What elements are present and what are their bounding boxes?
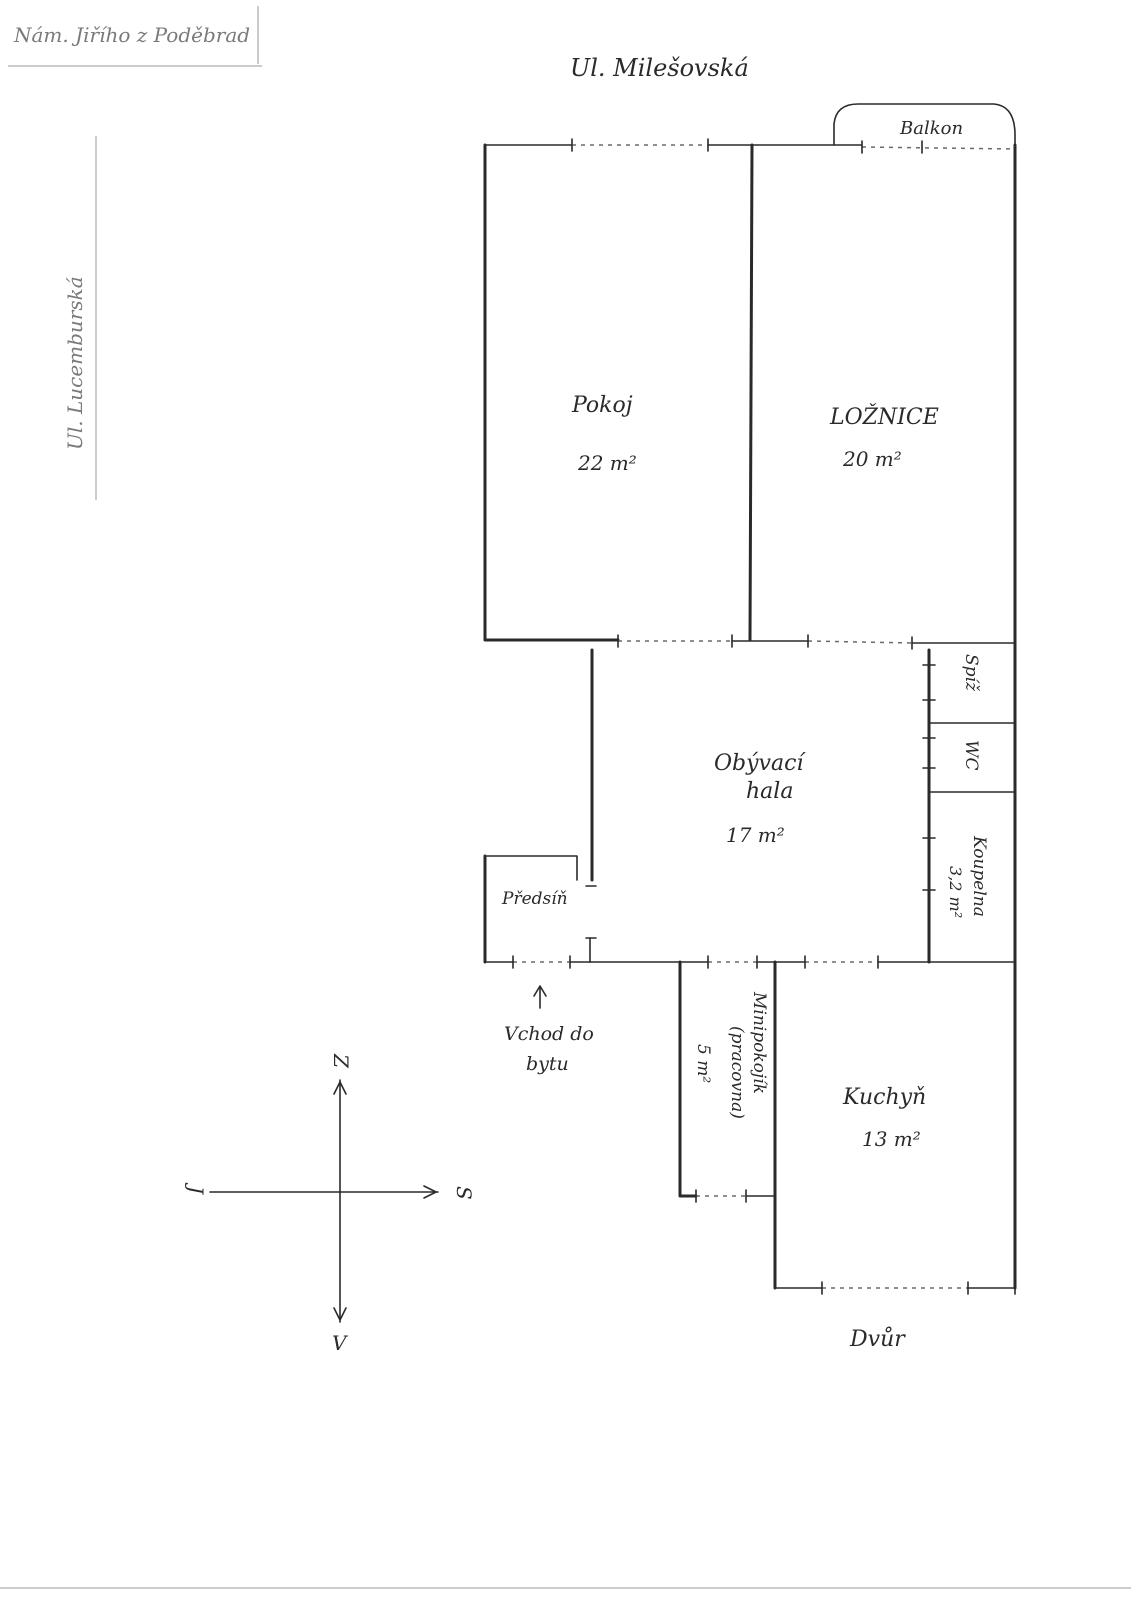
room-spiz-name: Spíž: [961, 654, 981, 692]
room-mini-name-1: Minipokojík: [749, 991, 769, 1094]
balcony-label: Balkon: [899, 118, 963, 139]
room-mini-name-2: (pracovna): [727, 1026, 747, 1119]
wall-mini-west: [678, 960, 698, 1198]
wall-pokoj-loznice: [748, 143, 754, 642]
room-pokoj-name: Pokoj: [571, 393, 633, 418]
door-ticks: [512, 138, 1016, 1295]
room-wc-name: WC: [961, 740, 981, 770]
room-koupelna-area: 3,2 m²: [946, 866, 965, 918]
street-square-label: Nám. Jiřího z Poděbrad: [13, 23, 250, 47]
room-loznice-name: LOŽNICE: [829, 403, 939, 430]
compass-south-label: V: [332, 1331, 349, 1355]
entrance-arrow-icon: [533, 985, 547, 1009]
walls: [483, 143, 1017, 1290]
compass-west-label: J: [184, 1182, 208, 1195]
room-koupelna-name: Koupelna: [969, 835, 989, 917]
room-loznice-area: 20 m²: [842, 447, 902, 471]
compass-icon: [209, 1079, 439, 1323]
room-hall-name-2: hala: [746, 779, 793, 804]
room-predsin-name: Předsíň: [501, 889, 568, 909]
room-kuchyn-name: Kuchyň: [842, 1085, 926, 1110]
wall-pokoj-west: [483, 143, 620, 642]
entrance-label-2: bytu: [526, 1053, 569, 1075]
room-pokoj-area: 22 m²: [577, 451, 637, 475]
door-loznice: [807, 640, 913, 644]
windows: [513, 144, 1016, 1289]
room-mini-area: 5 m²: [693, 1044, 713, 1083]
street-west-label: Ul. Lucemburská: [63, 276, 87, 450]
balcony-outline: [833, 103, 1016, 146]
street-north-label: Ul. Milešovská: [570, 54, 749, 82]
window-loznice: [861, 146, 1016, 150]
wall-predsin-north: [486, 855, 578, 881]
compass-north-label: Z: [329, 1053, 353, 1069]
room-hall-area: 17 m²: [726, 823, 785, 847]
compass-east-label: S: [452, 1186, 476, 1200]
entrance-label-1: Vchod do: [504, 1023, 594, 1045]
courtyard-label: Dvůr: [849, 1325, 906, 1352]
room-kuchyn-area: 13 m²: [862, 1127, 921, 1151]
margin-marks: [0, 6, 1131, 1589]
room-hall-name-1: Obývací: [714, 751, 806, 776]
